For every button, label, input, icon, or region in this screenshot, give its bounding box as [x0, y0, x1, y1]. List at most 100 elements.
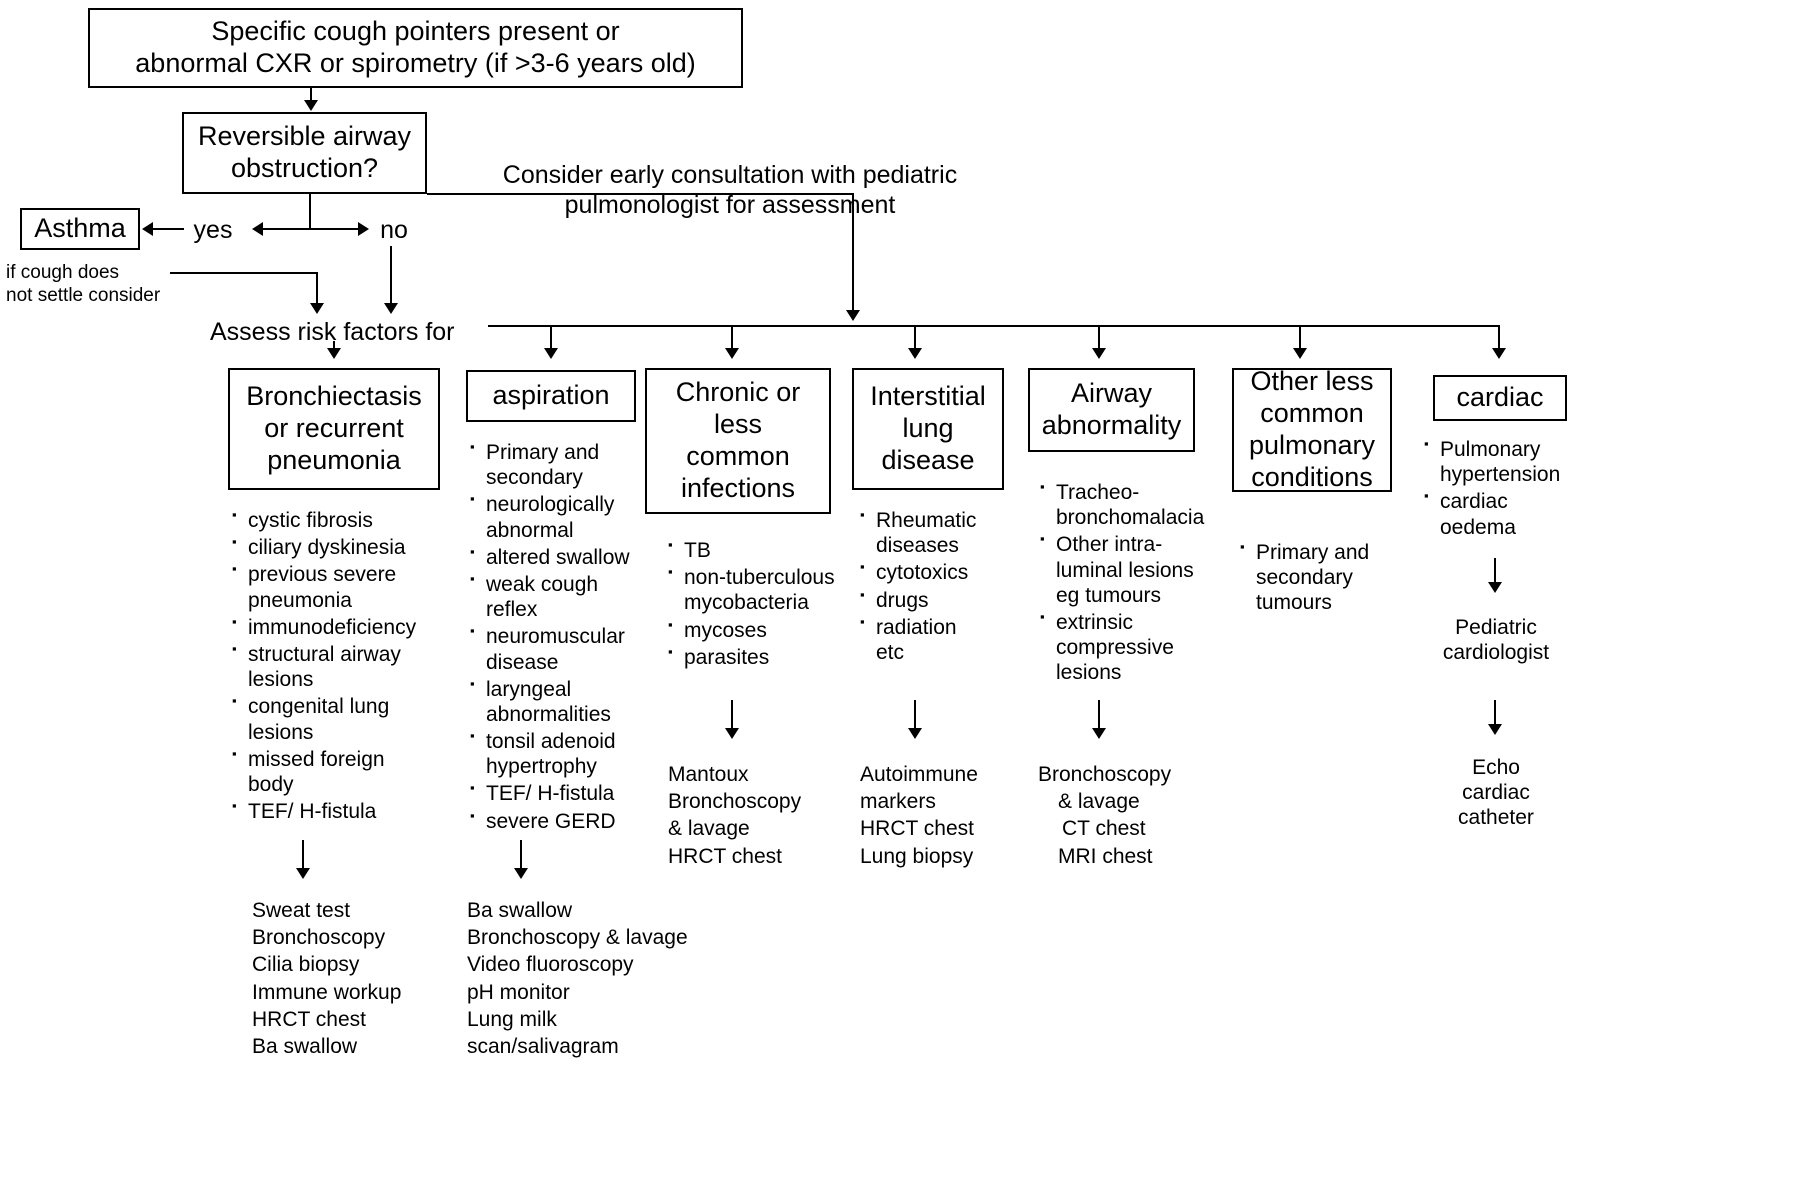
- test-item: Lung biopsy: [860, 844, 974, 868]
- arrow-col1: [327, 348, 341, 359]
- test-item: scan/salivagram: [467, 1034, 619, 1058]
- list-item: ciliary dyskinesia: [232, 534, 454, 560]
- arrow-to-asthma: [142, 222, 153, 236]
- arrow-shaft-aspiration: [520, 840, 522, 876]
- test-item: Cilia biopsy: [252, 953, 360, 977]
- arrow-top-to-decision: [304, 100, 318, 111]
- column-items-other-pulmonary: Primary and secondary tumours: [1240, 539, 1420, 618]
- asthma-box-text: Asthma: [34, 213, 126, 244]
- list-item: laryngeal abnormalities: [470, 676, 670, 727]
- arrow-consult-to-assess: [846, 310, 860, 321]
- arrow-note-to-assess: [310, 303, 324, 314]
- test-item: HRCT chest: [860, 817, 974, 841]
- list-item: mycoses: [668, 617, 868, 643]
- list-item: parasites: [668, 644, 868, 670]
- connector-top-to-decision: [310, 88, 312, 106]
- drop-col4: [914, 326, 916, 352]
- list-item: structural airway lesions: [232, 641, 454, 692]
- arrow-col3: [725, 348, 739, 359]
- column-heading-text: aspiration: [492, 380, 610, 411]
- arrow-no-to-assess: [384, 303, 398, 314]
- column-items-interstitial: Rheumatic diseases cytotoxics drugs radi…: [860, 507, 1040, 667]
- arrow-shaft-cardiac-2: [1494, 700, 1496, 732]
- test-item: & lavage: [668, 817, 750, 841]
- drop-col2: [550, 326, 552, 352]
- drop-col5: [1098, 326, 1100, 352]
- column-heading-cardiac: cardiac: [1433, 375, 1567, 421]
- asthma-box: Asthma: [20, 208, 140, 250]
- arrow-shaft-interstitial: [914, 700, 916, 736]
- list-item: Rheumatic diseases: [860, 507, 1040, 558]
- list-item: cytotoxics: [860, 559, 1040, 585]
- column-heading-aspiration: aspiration: [466, 370, 636, 422]
- arrow-tests-infections: [725, 728, 739, 739]
- decision-stem: [309, 194, 311, 229]
- column-heading-text: cardiac: [1456, 382, 1544, 413]
- column-heading-text: Other less common pulmonary conditions: [1248, 366, 1376, 492]
- no-branch-vertical: [390, 246, 392, 308]
- test-item: & lavage: [1058, 790, 1140, 814]
- arrow-tests-interstitial: [908, 728, 922, 739]
- arrow-cardiac-to-cardiologist: [1488, 582, 1502, 593]
- drop-col6: [1299, 326, 1301, 352]
- arrow-col6: [1293, 348, 1307, 359]
- test-item: Bronchoscopy: [668, 790, 802, 814]
- drop-col1: [333, 341, 335, 353]
- column-heading-interstitial: Interstitial lung disease: [852, 368, 1004, 490]
- arrow-col5: [1092, 348, 1106, 359]
- column-heading-bronchiectasis: Bronchiectasis or recurrent pneumonia: [228, 368, 440, 490]
- column-heading-airway-abnormality: Airway abnormality: [1028, 368, 1195, 452]
- cardiac-referral: Pediatric cardiologist: [1442, 616, 1550, 665]
- test-item: Immune workup: [252, 980, 402, 1004]
- drop-col7: [1498, 326, 1500, 352]
- list-item: drugs: [860, 587, 1040, 613]
- arrow-col2: [544, 348, 558, 359]
- list-item: Tracheo- bronchomalacia: [1040, 479, 1230, 530]
- test-item: Bronchoscopy: [1038, 763, 1172, 786]
- cardiac-tests: Echo cardiac catheter: [1458, 756, 1534, 830]
- test-item: Autoimmune: [860, 763, 978, 786]
- list-item: Pulmonary hypertension: [1424, 436, 1614, 487]
- list-item: immunodeficiency: [232, 614, 454, 640]
- column-items-bronchiectasis: cystic fibrosis ciliary dyskinesia previ…: [232, 507, 454, 826]
- test-item: Ba swallow: [252, 1034, 358, 1058]
- list-item: Primary and secondary tumours: [1240, 539, 1420, 616]
- list-item: TEF/ H-fistula: [470, 780, 670, 806]
- test-item: Mantoux: [668, 763, 749, 786]
- list-item: neuromuscular disease: [470, 623, 670, 674]
- list-item: neurologically abnormal: [470, 491, 670, 542]
- column-tests-aspiration: Ba swallow Bronchoscopy & lavage Video f…: [467, 898, 737, 1061]
- yes-label: yes: [193, 216, 233, 244]
- arrow-shaft-airway-abnormality: [1098, 700, 1100, 736]
- assess-label: Assess risk factors for: [210, 318, 455, 346]
- column-items-cardiac: Pulmonary hypertension cardiac oedema: [1424, 436, 1614, 542]
- list-item: missed foreign body: [232, 746, 454, 797]
- test-item: pH monitor: [467, 980, 570, 1004]
- list-item: congenital lung lesions: [232, 693, 454, 744]
- test-item: Ba swallow: [467, 899, 573, 922]
- consult-note: Consider early consultation with pediatr…: [502, 161, 958, 219]
- top-box: Specific cough pointers present or abnor…: [88, 8, 743, 88]
- column-heading-text: Interstitial lung disease: [870, 381, 986, 475]
- decision-box: Reversible airway obstruction?: [182, 112, 427, 194]
- list-item: non-tuberculous mycobacteria: [668, 564, 868, 615]
- test-item: Sweat test: [252, 899, 351, 922]
- distribution-bar: [488, 325, 1500, 327]
- arrow-cardiologist-to-tests: [1488, 724, 1502, 735]
- list-item: extrinsic compressive lesions: [1040, 609, 1230, 686]
- list-item: Other intra- luminal lesions eg tumours: [1040, 531, 1230, 608]
- consult-elbow-vertical: [852, 193, 854, 315]
- test-item: markers: [860, 790, 936, 814]
- list-item: TB: [668, 537, 868, 563]
- list-item: TEF/ H-fistula: [232, 798, 454, 824]
- yesno-bar: [256, 228, 366, 230]
- list-item: severe GERD: [470, 808, 670, 834]
- list-item: cardiac oedema: [1424, 488, 1614, 539]
- list-item: altered swallow: [470, 544, 670, 570]
- column-heading-other-pulmonary: Other less common pulmonary conditions: [1232, 366, 1392, 492]
- list-item: previous severe pneumonia: [232, 561, 454, 612]
- column-tests-infections: Mantoux Bronchoscopy & lavage HRCT chest: [668, 762, 888, 871]
- column-items-aspiration: Primary and secondary neurologically abn…: [470, 439, 670, 836]
- test-item: CT chest: [1062, 817, 1146, 841]
